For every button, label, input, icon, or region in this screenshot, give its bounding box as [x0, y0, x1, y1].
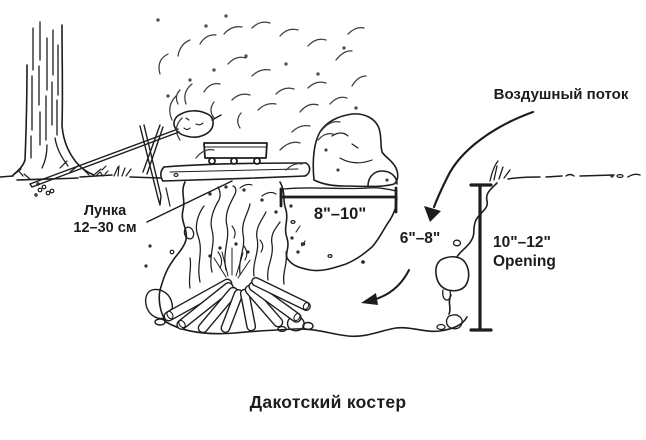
figure-caption: Дакотский костер	[249, 392, 407, 412]
smoke-illustration	[156, 14, 367, 171]
tunnel-width-label: 6"–8"	[399, 230, 441, 247]
ground-line-right	[489, 160, 641, 182]
airflow-label: Воздушный поток	[493, 86, 629, 103]
support-sticks-illustration	[139, 124, 171, 207]
opening-size-line1: 10"–12"	[493, 234, 551, 251]
logs-illustration	[163, 242, 311, 334]
tree-illustration	[11, 21, 107, 194]
opening-size-line2: Opening	[493, 253, 556, 270]
width-measure-bar	[279, 186, 398, 214]
earth-block-outline	[279, 181, 398, 272]
flames-illustration	[188, 183, 306, 289]
hanging-rock-illustration	[435, 239, 470, 331]
ground-line-left	[0, 165, 161, 181]
top-width-label: 8"–10"	[313, 205, 367, 223]
opening-measure-bar	[469, 183, 493, 332]
skewer-illustration	[29, 110, 222, 197]
pan-illustration	[203, 142, 268, 165]
airflow-arrow	[424, 110, 535, 222]
plank-illustration	[160, 162, 311, 182]
fire-pit-outline	[144, 181, 498, 338]
opening-size-label: 10"–12" Opening	[493, 233, 583, 271]
boulder-illustration	[312, 113, 399, 188]
pit-size-line2: 12–30 см	[73, 220, 137, 236]
tunnel-arrow	[361, 269, 410, 305]
pit-size-line1: Лунка	[83, 203, 127, 219]
